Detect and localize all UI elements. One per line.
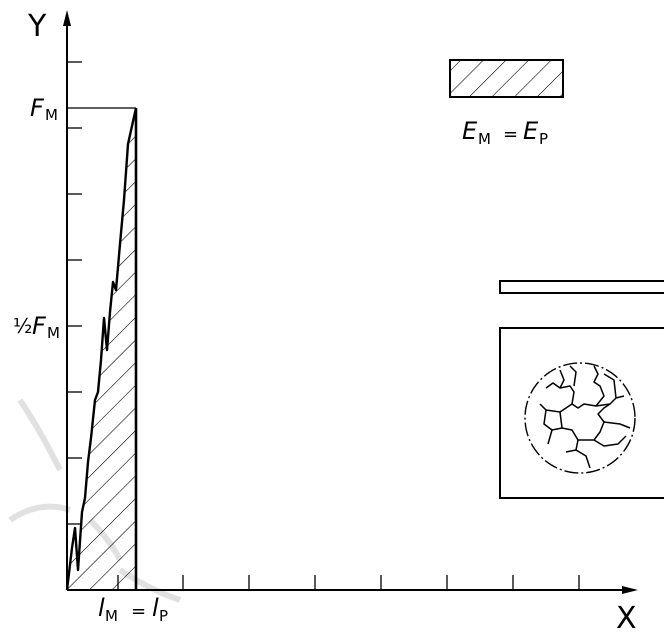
lm-symbol: l bbox=[98, 594, 105, 622]
fracture-frame bbox=[499, 327, 664, 499]
half-fraction: ½ bbox=[13, 314, 32, 338]
lm-equals: = bbox=[131, 601, 146, 622]
lm-lp-label: l M = l P bbox=[98, 594, 168, 625]
force-extension-curve bbox=[65, 107, 138, 591]
ep-symbol: E bbox=[523, 117, 539, 145]
lm-subscript: M bbox=[105, 607, 118, 625]
legend-hatched-box bbox=[449, 59, 564, 98]
x-axis-ticks bbox=[117, 575, 580, 590]
y-axis-label: Y bbox=[27, 9, 47, 44]
lp-subscript: P bbox=[159, 607, 168, 625]
y-axis-ticks bbox=[67, 61, 82, 525]
half-fm-subscript: M bbox=[47, 324, 60, 342]
fm-label: F M bbox=[30, 94, 58, 124]
fracture-cracks bbox=[539, 365, 631, 469]
ep-subscript: P bbox=[539, 130, 548, 148]
fm-symbol: F bbox=[30, 94, 45, 122]
energy-legend: E M = E P bbox=[449, 59, 564, 148]
half-fm-symbol: F bbox=[32, 312, 47, 340]
fracture-surface-view bbox=[499, 327, 664, 499]
fm-subscript: M bbox=[45, 106, 58, 124]
em-subscript: M bbox=[478, 130, 491, 148]
legend-equals: = bbox=[503, 124, 518, 145]
specimen-side-view bbox=[499, 280, 664, 294]
x-axis bbox=[67, 586, 638, 594]
x-axis-label: X bbox=[616, 601, 637, 632]
y-axis bbox=[63, 10, 71, 590]
fracture-outline bbox=[524, 362, 636, 474]
hatched-energy-area bbox=[67, 108, 136, 590]
half-fm-label: ½ F M bbox=[13, 312, 60, 342]
em-symbol: E bbox=[462, 117, 478, 145]
lp-symbol: l bbox=[152, 594, 159, 622]
